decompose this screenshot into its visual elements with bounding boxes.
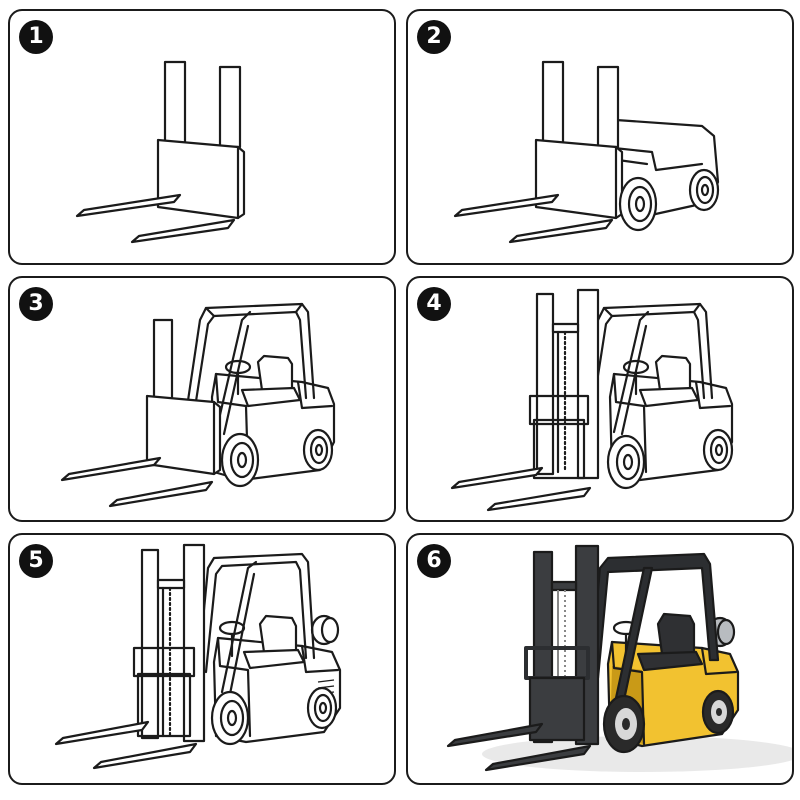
step-number-badge: 5: [19, 544, 53, 578]
step-panel-6: 6: [406, 533, 794, 785]
forklift-step-3-drawing: [60, 302, 336, 508]
step-number-badge: 1: [19, 20, 53, 54]
step-number-badge: 3: [19, 287, 53, 321]
step-panel-1: 1: [8, 9, 396, 265]
step-number-badge: 4: [417, 287, 451, 321]
forklift-step-6-drawing: [446, 544, 792, 772]
step-panel-3: 3: [8, 276, 396, 522]
forklift-step-2-drawing: [453, 60, 720, 244]
step-panel-5: 5: [8, 533, 396, 785]
step-number-badge: 6: [417, 544, 451, 578]
forklift-step-5-drawing: [54, 543, 342, 770]
step-panel-4: 4: [406, 276, 794, 522]
forklift-step-4-drawing: [450, 288, 734, 512]
step-panel-2: 2: [406, 9, 794, 265]
forklift-step-1-drawing: [75, 60, 246, 244]
step-number-badge: 2: [417, 20, 451, 54]
